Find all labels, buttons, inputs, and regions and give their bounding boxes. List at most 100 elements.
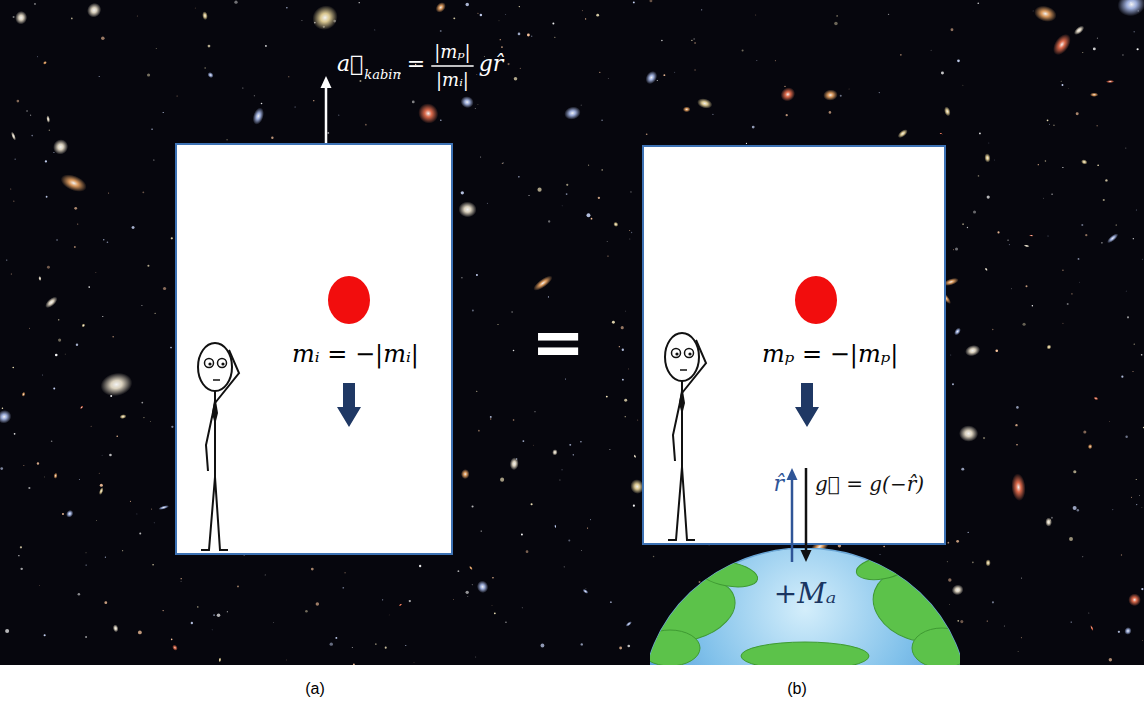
star [519,6,520,7]
star [629,229,631,231]
star [830,553,832,555]
star [522,440,524,442]
galaxy [1089,625,1094,632]
star [412,101,415,104]
star [951,28,954,31]
star [313,100,314,101]
star-field [0,0,1144,665]
galaxy [625,620,633,627]
star [261,103,263,105]
galaxy [171,644,179,652]
star [26,110,27,111]
star [58,339,61,342]
galaxy [951,583,965,596]
star [273,622,275,624]
star [752,126,755,129]
star [2,408,3,409]
star [622,379,624,381]
star [85,552,87,554]
figure-head [198,343,232,391]
star [152,564,154,566]
star [132,226,135,229]
star [1051,517,1053,519]
star [31,135,33,137]
star [1077,509,1079,511]
star [301,20,302,21]
star [472,505,474,507]
panel-label: (b) [787,680,807,698]
star [674,71,676,73]
star [699,581,701,583]
galaxy [218,657,222,663]
galaxy [414,99,442,127]
star [1045,160,1047,162]
figure-body [681,381,683,467]
galaxy [434,0,448,14]
star [440,30,442,32]
mass-equation: mᵢ = −|mᵢ| [292,341,419,369]
star [264,574,266,576]
star [1023,323,1026,326]
star [382,599,383,600]
star [661,40,663,42]
star [1011,288,1013,290]
star [20,568,22,570]
star [28,487,30,489]
star [1121,376,1123,378]
continent [650,630,700,665]
star [49,129,50,130]
star [1136,504,1137,505]
star [972,562,974,564]
star [105,557,106,558]
star [1125,436,1127,438]
galaxy [1046,344,1053,351]
galaxy [1093,396,1099,401]
star [85,636,87,638]
continent [854,553,909,584]
star [95,272,97,274]
galaxy [985,559,991,566]
star [99,76,100,77]
star [573,454,574,455]
star [514,77,518,81]
star [663,74,665,76]
figure-eye [205,359,214,368]
star [466,3,469,6]
star [359,80,361,82]
figure-pupil [675,352,678,355]
mass-equation: mₚ = −|mₚ| [762,341,898,369]
star [564,566,565,567]
fall-arrow [337,383,361,427]
star [102,316,103,317]
galaxy [1115,0,1144,19]
mass-label: +Mₐ [650,578,960,610]
star [1137,48,1139,50]
star [294,106,296,108]
star [461,277,462,278]
star [628,368,630,370]
star [139,532,141,534]
star [622,349,624,351]
star [1131,497,1132,498]
star [211,629,213,631]
star [607,78,609,80]
galaxy [895,626,901,631]
unit-vector-label: r̂ [773,471,784,496]
star [204,67,206,69]
star [952,383,954,385]
star [742,49,744,51]
star [77,224,78,225]
star [78,593,81,596]
figure-leg [668,467,682,540]
star [806,561,808,563]
galaxy [38,276,42,282]
galaxy [582,588,589,595]
star [153,522,155,524]
star [566,193,568,195]
star [466,591,469,594]
test-mass [795,276,837,324]
figure-mouth [213,379,220,381]
subscript: kabin [364,68,400,83]
star [501,46,503,48]
fall-arrow [795,383,819,427]
